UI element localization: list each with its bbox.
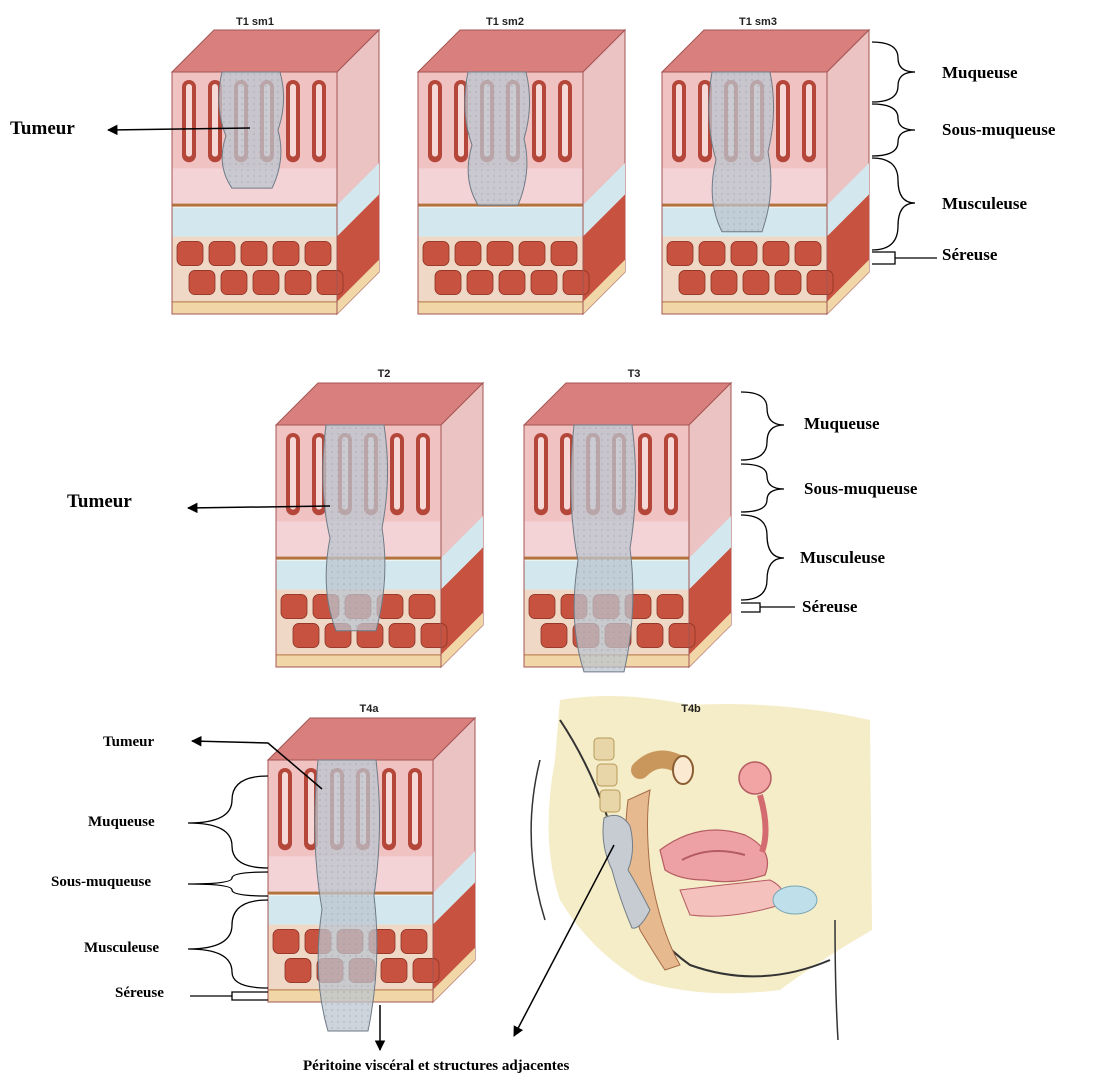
- title-t1sm3: T1 sm3: [739, 16, 777, 28]
- pelvis-illustration: [531, 696, 872, 1040]
- title-t3: T3: [628, 368, 641, 380]
- label-musculeuse-row3: Musculeuse: [84, 940, 159, 957]
- label-musculeuse-row1: Musculeuse: [942, 194, 1027, 214]
- label-sous-muqueuse-row2: Sous-muqueuse: [804, 479, 917, 499]
- label-sous-muqueuse-row3: Sous-muqueuse: [51, 874, 151, 891]
- label-sous-muqueuse-row1: Sous-muqueuse: [942, 120, 1055, 140]
- label-sereuse-row2: Séreuse: [802, 597, 857, 617]
- tissue-block-t3: [524, 383, 731, 672]
- title-t4a: T4a: [360, 703, 379, 715]
- tissue-block-t2: [276, 383, 483, 667]
- title-t1sm1: T1 sm1: [236, 16, 274, 28]
- label-musculeuse-row2: Musculeuse: [800, 548, 885, 568]
- label-muqueuse-row2: Muqueuse: [804, 414, 880, 434]
- title-t4b: T4b: [681, 703, 701, 715]
- label-muqueuse-row1: Muqueuse: [942, 63, 1018, 83]
- label-tumeur-row3: Tumeur: [103, 734, 154, 751]
- tissue-block-t1sm1: [172, 30, 379, 314]
- tissue-block-t4a: [268, 718, 475, 1031]
- label-sereuse-row1: Séreuse: [942, 245, 997, 265]
- title-t1sm2: T1 sm2: [486, 16, 524, 28]
- label-tumeur-row2: Tumeur: [67, 491, 132, 513]
- label-peritoine: Péritoine viscéral et structures adjacen…: [303, 1058, 569, 1075]
- label-sereuse-row3: Séreuse: [115, 985, 164, 1002]
- title-t2: T2: [378, 368, 391, 380]
- label-tumeur-row1: Tumeur: [10, 118, 75, 140]
- label-muqueuse-row3: Muqueuse: [88, 814, 155, 831]
- tissue-block-t1sm3: [662, 30, 869, 314]
- tissue-block-t1sm2: [418, 30, 625, 314]
